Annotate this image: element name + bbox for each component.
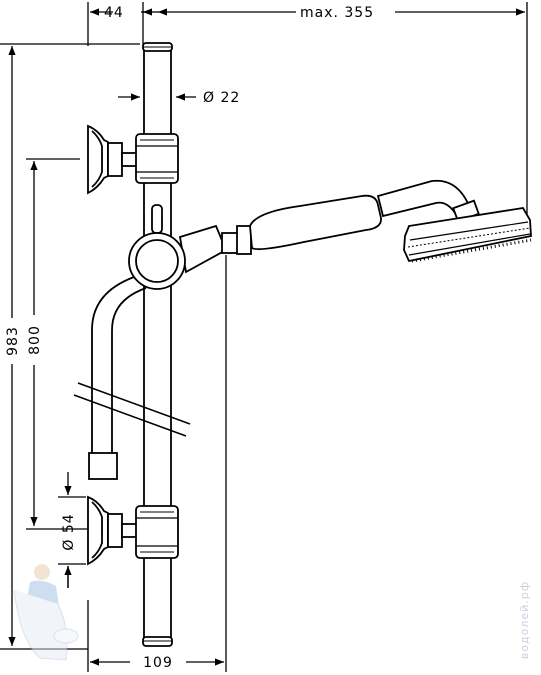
slider-holder bbox=[128, 204, 228, 290]
dim-bracket-spacing: 800 bbox=[27, 325, 43, 355]
dim-bracket-diameter: Ø 54 bbox=[61, 513, 77, 550]
dimension-lines bbox=[0, 2, 528, 672]
shower-hose bbox=[73, 274, 191, 480]
hand-shower bbox=[221, 179, 532, 263]
wall-bracket-bottom bbox=[87, 495, 179, 566]
dim-depth: 109 bbox=[143, 655, 173, 671]
wall-bracket-top bbox=[87, 124, 179, 195]
dim-wall-offset: 44 bbox=[104, 5, 124, 21]
watermark-logo bbox=[13, 564, 79, 661]
dim-total-height: 983 bbox=[5, 326, 21, 356]
watermark-site: водолей.рф bbox=[518, 581, 531, 659]
dim-rail-diameter: Ø 22 bbox=[203, 90, 240, 106]
dimension-labels: 44 max. 355 Ø 22 983 800 Ø 54 109 bbox=[5, 5, 374, 671]
dim-max-reach: max. 355 bbox=[300, 5, 374, 21]
